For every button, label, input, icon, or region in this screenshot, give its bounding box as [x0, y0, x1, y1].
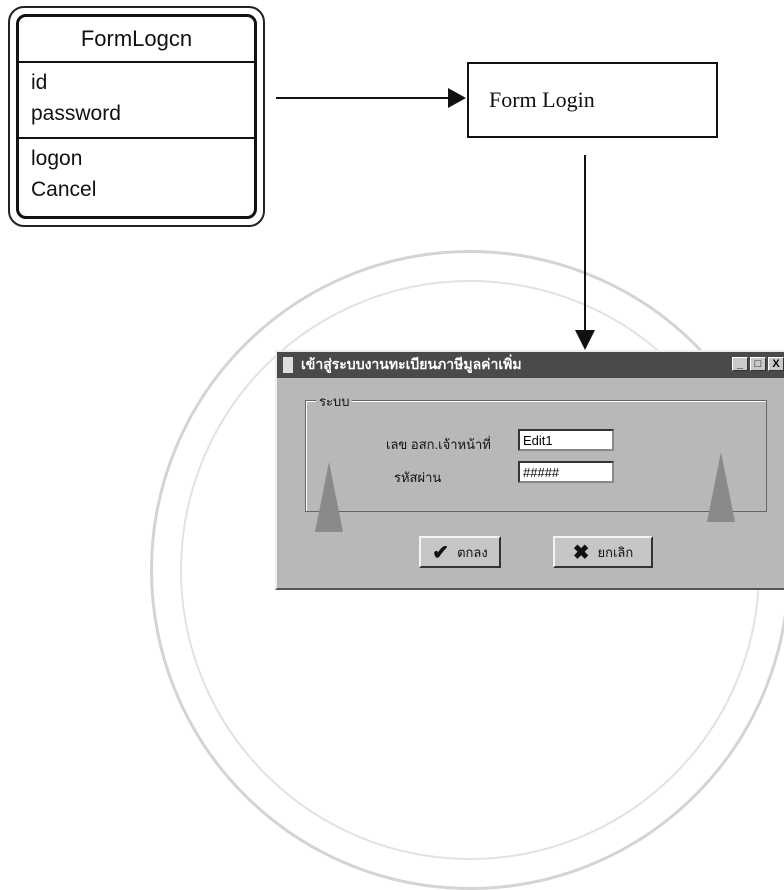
password-input[interactable] — [518, 461, 614, 483]
emblem-spire-right — [707, 452, 735, 522]
uml-attribute-id: id — [31, 71, 48, 94]
uml-operation-cancel: Cancel — [31, 178, 97, 201]
cancel-button-label: ยกเลิก — [597, 544, 634, 560]
app-icon — [283, 357, 293, 373]
uml-class-box: FormLogcn id password logon Cancel — [8, 6, 265, 227]
login-dialog: เข้าสู่ระบบงานทะเบียนภาษีมูลค่าเพิ่ม _ □… — [275, 350, 784, 590]
dialog-title: เข้าสู่ระบบงานทะเบียนภาษีมูลค่าเพิ่ม — [301, 356, 522, 372]
dialog-titlebar: เข้าสู่ระบบงานทะเบียนภาษีมูลค่าเพิ่ม _ □… — [277, 352, 784, 378]
form-login-box: Form Login — [467, 62, 718, 138]
id-input[interactable] — [518, 429, 614, 451]
form-login-label: Form Login — [489, 87, 595, 112]
id-label: เลข อสก.เจ้าหน้าที่ — [386, 437, 491, 452]
connector-arrows — [276, 88, 595, 350]
uml-operations: logon Cancel — [19, 139, 254, 211]
uml-class-inner: FormLogcn id password logon Cancel — [16, 14, 257, 219]
cancel-button[interactable]: ✖ ยกเลิก — [553, 536, 653, 568]
x-icon: ✖ — [572, 541, 590, 564]
close-button[interactable]: X — [768, 357, 784, 371]
uml-attributes: id password — [19, 63, 254, 139]
ok-button-label: ตกลง — [457, 544, 488, 560]
arrow-form-to-dialog-head — [575, 330, 595, 350]
uml-operation-logon: logon — [31, 147, 83, 170]
emblem-spire-left — [315, 462, 343, 532]
maximize-button[interactable]: □ — [750, 357, 766, 371]
minimize-button[interactable]: _ — [732, 357, 748, 371]
uml-attribute-password: password — [31, 102, 121, 125]
uml-class-name: FormLogcn — [19, 17, 254, 63]
check-icon: ✔ — [432, 541, 450, 564]
password-label: รหัสผ่าน — [394, 470, 442, 485]
arrow-class-to-form-head — [448, 88, 466, 108]
ok-button[interactable]: ✔ ตกลง — [419, 536, 501, 568]
group-label: ระบบ — [316, 391, 353, 412]
system-groupbox: ระบบ เลข อสก.เจ้าหน้าที่ รหัสผ่าน — [305, 391, 767, 512]
